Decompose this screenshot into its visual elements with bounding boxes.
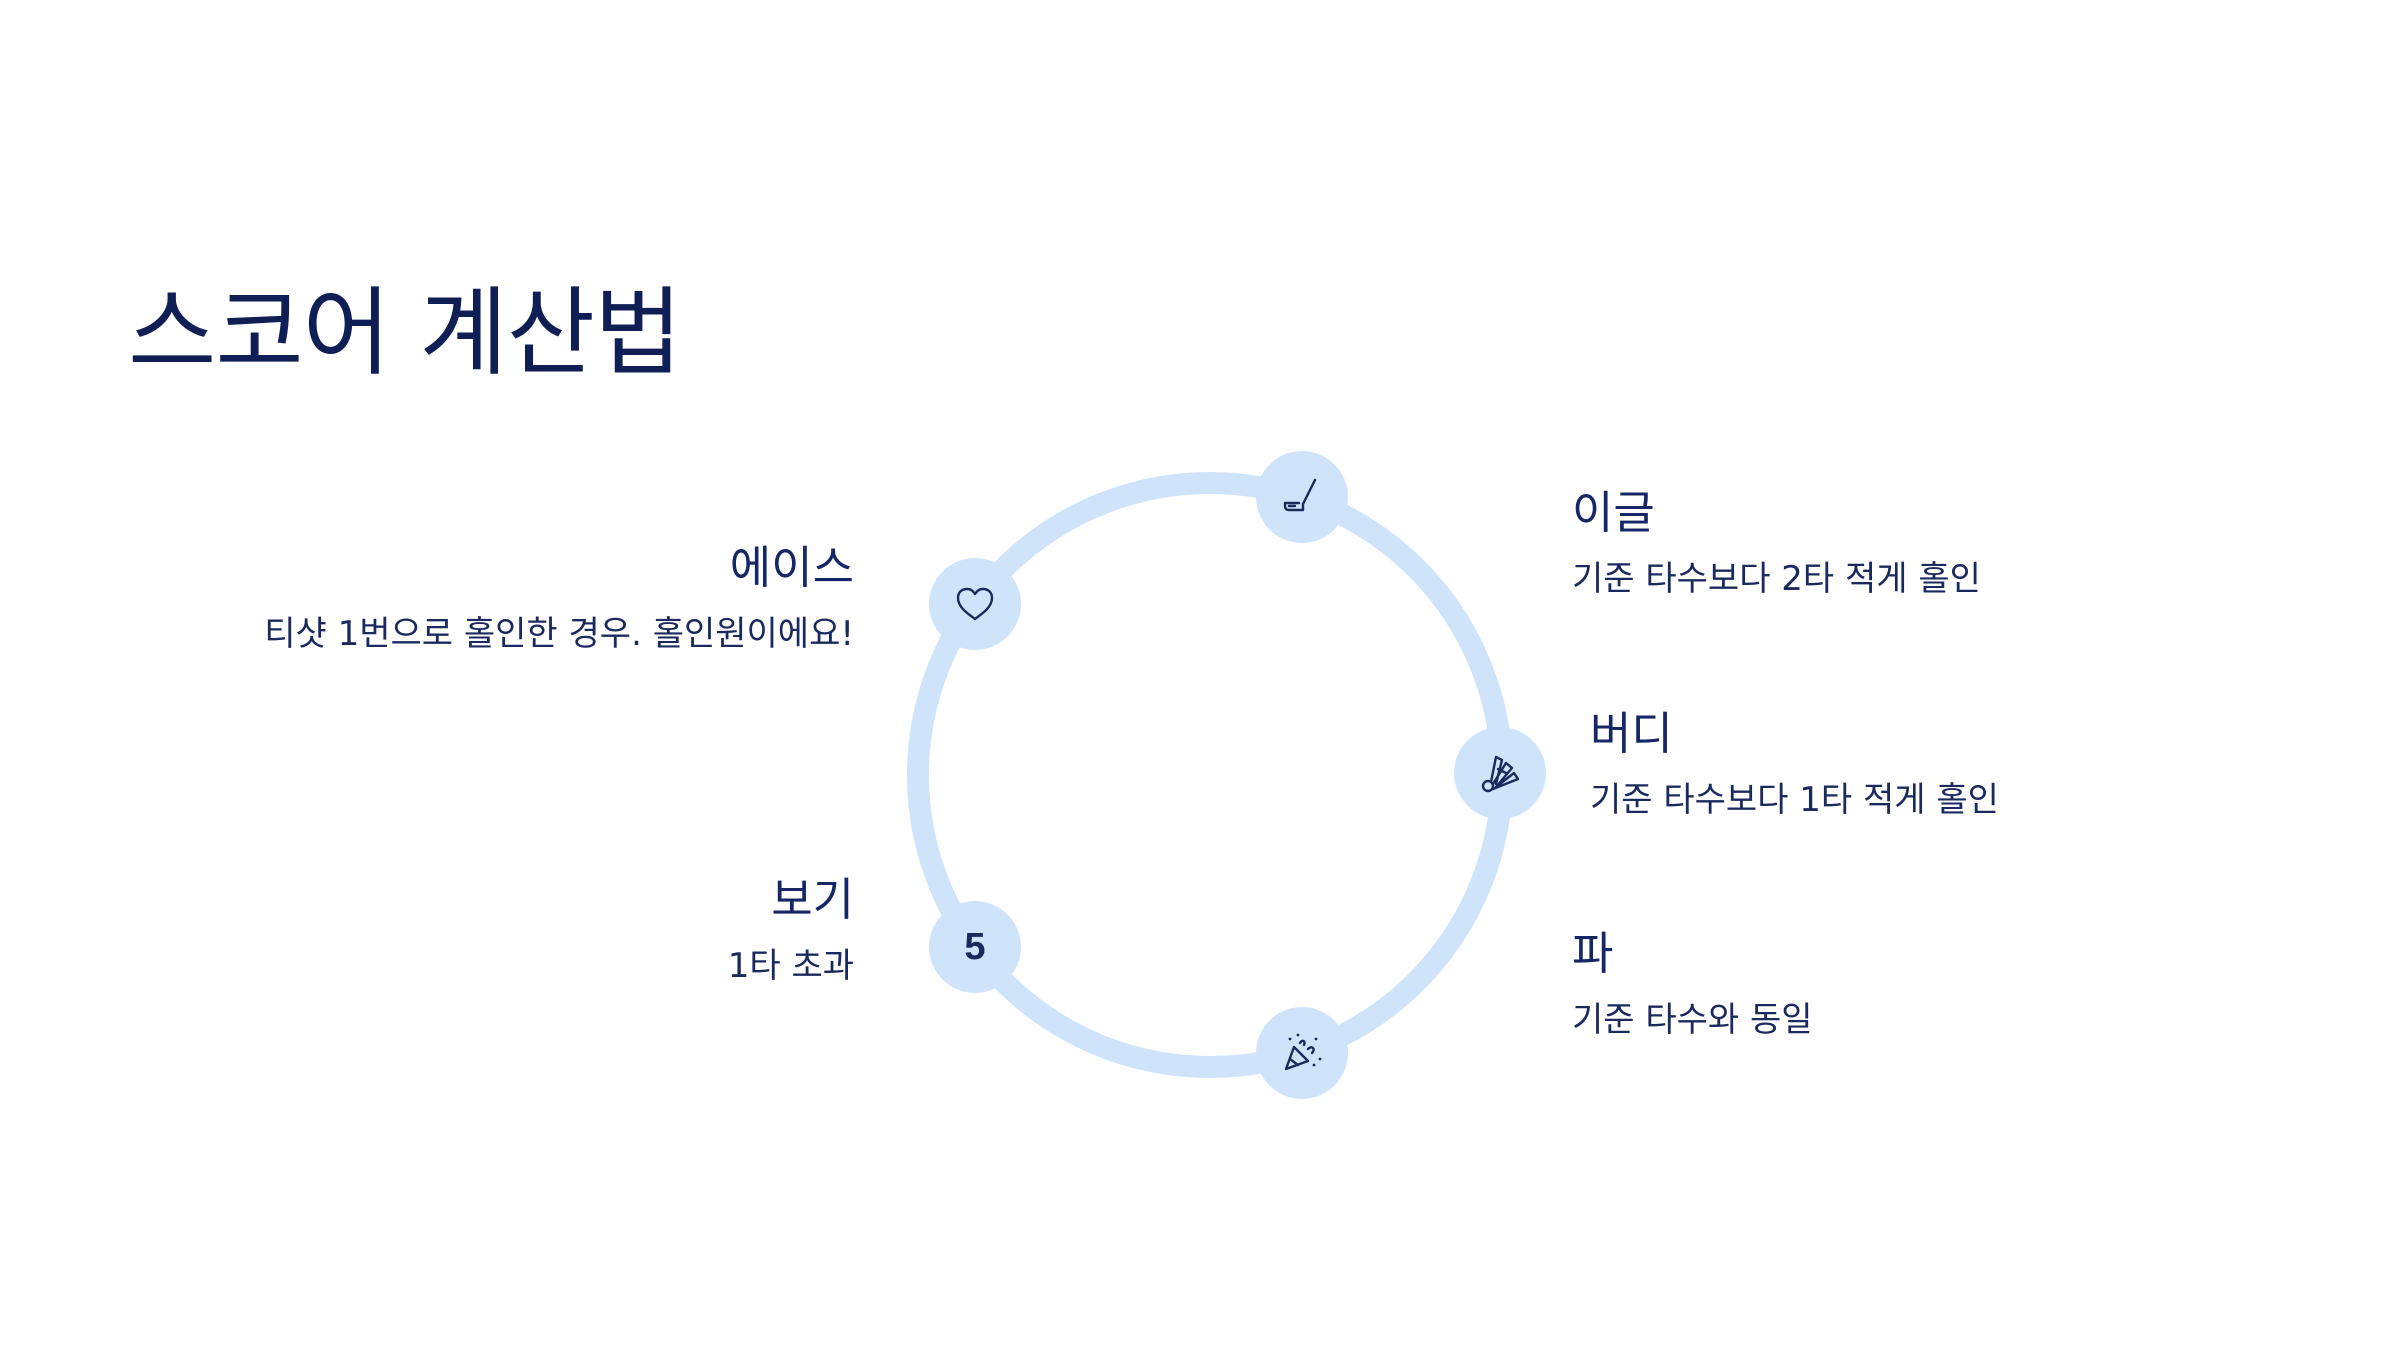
node-bogey: 5 [929, 901, 1021, 993]
party-popper-icon [1278, 1029, 1326, 1077]
label-eagle: 이글 기준 타수보다 2타 적게 홀인 [1572, 485, 1981, 601]
heading-birdie: 버디 [1590, 707, 1673, 760]
desc-par: 기준 타수와 동일 [1572, 1000, 1813, 1040]
node-birdie [1454, 727, 1546, 819]
slide-title: 스코어 계산법 [128, 277, 682, 389]
heading-eagle: 이글 [1572, 486, 1655, 539]
node-eagle [1256, 451, 1348, 543]
number-five: 5 [964, 925, 986, 968]
heading-bogey: 보기 [771, 873, 854, 926]
desc-eagle: 기준 타수보다 2타 적게 홀인 [1572, 559, 1981, 599]
heart-icon [953, 582, 997, 626]
heading-par: 파 [1572, 927, 1614, 980]
desc-ace: 티샷 1번으로 홀인한 경우. 홀인원이에요! [264, 614, 854, 654]
shuttlecock-icon [1476, 749, 1524, 797]
desc-birdie: 기준 타수보다 1타 적게 홀인 [1590, 780, 1999, 820]
label-birdie: 버디 기준 타수보다 1타 적게 홀인 [1590, 706, 1999, 822]
label-bogey: 보기 1타 초과 [728, 872, 854, 988]
label-ace: 에이스 티샷 1번으로 홀인한 경우. 홀인원이에요! [264, 540, 854, 656]
node-par [1256, 1007, 1348, 1099]
golf-club-icon [1279, 474, 1325, 520]
label-par: 파 기준 타수와 동일 [1572, 926, 1813, 1042]
desc-bogey: 1타 초과 [727, 946, 854, 986]
node-ace [929, 558, 1021, 650]
heading-ace: 에이스 [729, 541, 854, 594]
